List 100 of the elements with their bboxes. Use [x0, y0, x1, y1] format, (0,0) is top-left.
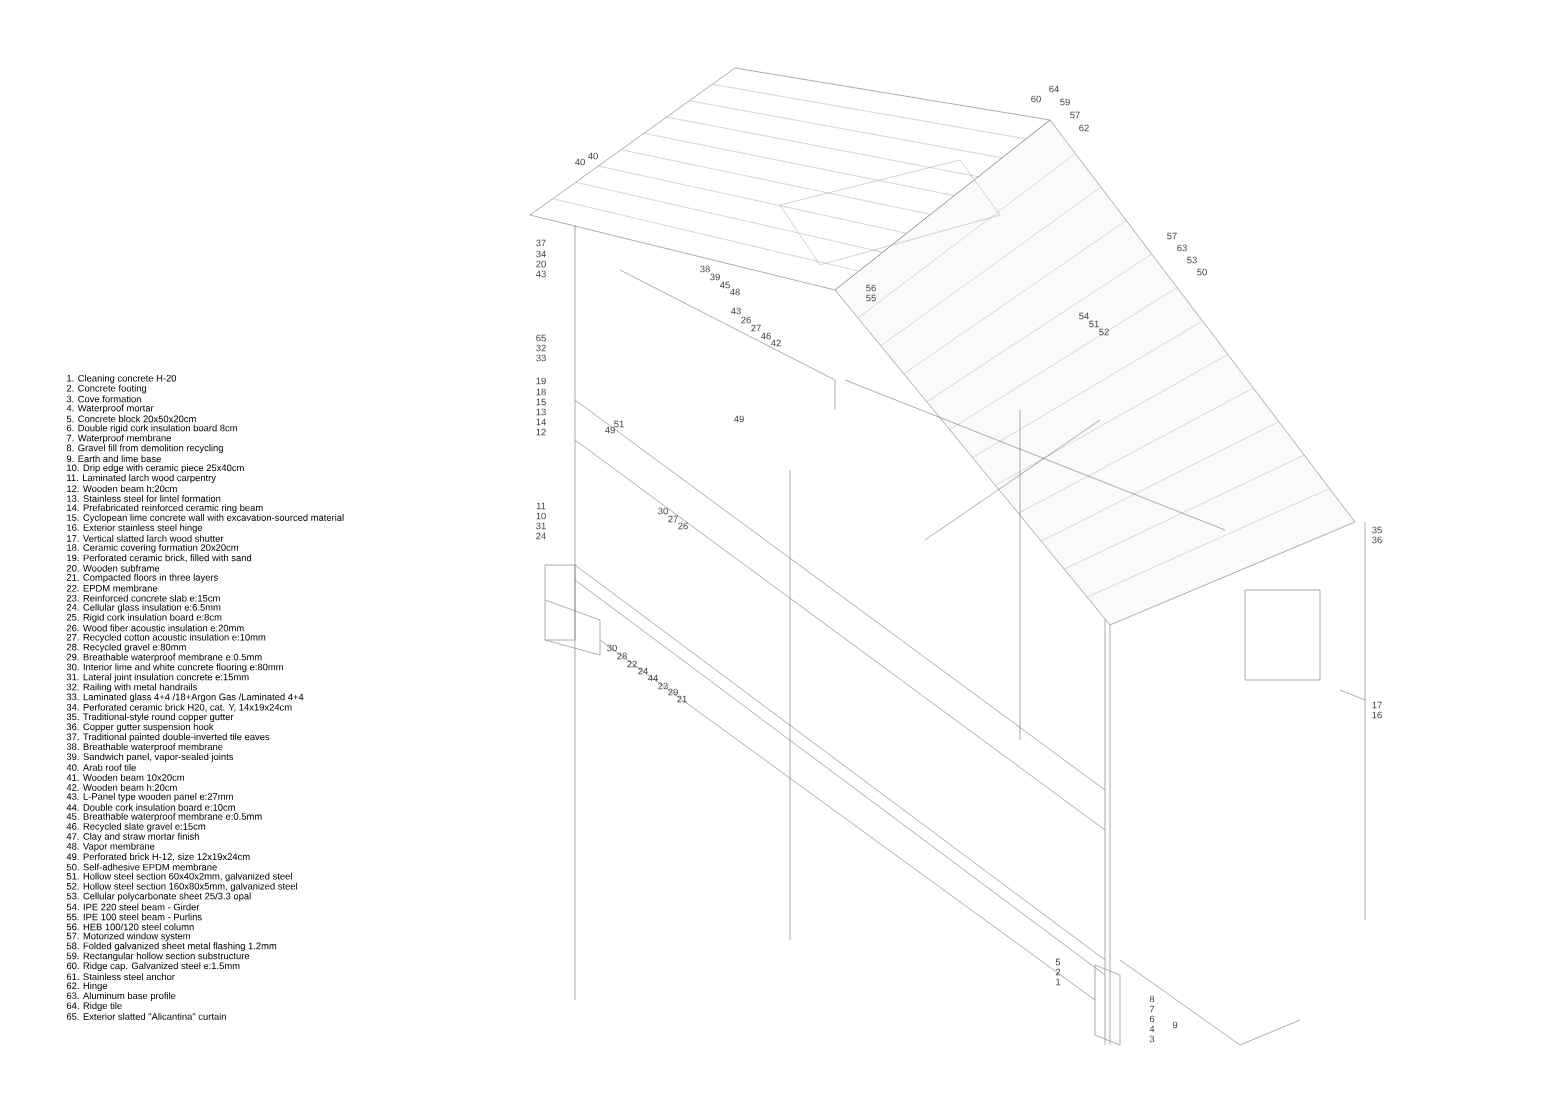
callout-number: 2	[1055, 968, 1061, 976]
callout-number: 40	[575, 158, 585, 166]
legend-entry: 27. Recycled cotton acoustic insulation e:10mm	[66, 633, 266, 643]
callout-number: 6	[1149, 1015, 1155, 1023]
callout-number: 34	[536, 250, 546, 258]
callout-number: 15	[536, 398, 546, 406]
legend-entry: 11. Laminated larch wood carpentry	[67, 474, 216, 483]
callout-number: 32	[536, 344, 546, 352]
callout-number: 39	[710, 273, 720, 281]
legend-entry: 6. Double rigid cork insulation board 8cm	[66, 424, 237, 434]
legend-entry: 13. Stainless steel for lintel formation	[67, 495, 221, 502]
callout-number: 37	[536, 239, 546, 247]
legend-entry: 62. Hinge	[66, 982, 108, 991]
legend-entry: 34. Perforated ceramic brick H20, cat. Y, 14x19x24cm	[66, 703, 292, 712]
callout-number: 45	[720, 281, 730, 289]
callout-number: 43	[731, 307, 741, 315]
legend-entry: 59. Rectangular hollow section substructure	[66, 952, 250, 962]
legend-entry: 36. Copper gutter suspension hook	[66, 723, 214, 732]
legend-entry: 28. Recycled gravel e:80mm	[66, 643, 186, 653]
callout-number: 50	[1197, 268, 1207, 276]
callout-number: 20	[536, 260, 546, 268]
callout-number: 56	[866, 284, 876, 292]
callout-number: 22	[627, 660, 637, 668]
callout-number: 23	[658, 682, 668, 690]
legend-entry: 2. Concrete footing	[66, 384, 147, 394]
callout-number: 57	[1070, 111, 1080, 119]
callout-number: 31	[536, 522, 546, 530]
legend-entry: 18. Ceramic covering formation 20x20cm	[67, 543, 238, 553]
legend-entry: 65. Exterior slatted "Alicantina" curtain	[66, 1012, 226, 1020]
legend-entry: 39. Sandwich panel, vapor-sealed joints	[66, 753, 234, 762]
legend-entry: 45. Breathable waterproof membrane e:0.5mm	[66, 812, 262, 822]
callout-number: 42	[771, 339, 781, 347]
callout-number: 11	[536, 502, 546, 510]
callout-number: 54	[1079, 312, 1089, 320]
callout-number: 30	[607, 644, 617, 652]
legend-entry: 3. Cove formation	[66, 395, 141, 403]
callout-number: 21	[677, 695, 687, 703]
legend-entry: 24. Cellular glass insulation e:6.5mm	[66, 603, 221, 613]
legend-entry: 26. Wood fiber acoustic insulation e:20mm	[66, 624, 244, 632]
legend-entry: 54. IPE 220 steel beam - Girder	[66, 903, 200, 911]
legend-entry: 17. Vertical slatted larch wood shutter	[67, 534, 224, 542]
callout-number: 40	[588, 152, 598, 160]
legend-entry: 19. Perforated ceramic brick, filled with sand	[67, 554, 252, 563]
legend-entry: 5. Concrete block 20x50x20cm	[66, 415, 196, 423]
legend-entry: 14. Prefabricated reinforced ceramic ring beam	[67, 504, 263, 513]
callout-number: 43	[536, 270, 546, 278]
legend-entry: 64. Ridge tile	[66, 1002, 122, 1011]
callout-number: 12	[536, 428, 546, 436]
callout-number: 52	[1099, 328, 1109, 336]
callout-number: 38	[700, 265, 710, 273]
callout-number: 5	[1055, 958, 1061, 966]
legend-entry: 20. Wooden subframe	[66, 564, 160, 572]
callout-number: 57	[1167, 232, 1177, 240]
legend-entry: 30. Interior lime and white concrete flooring e:80mm	[66, 663, 283, 673]
callout-number: 26	[741, 316, 751, 324]
legend-entry: 8. Gravel fill from demolition recycling	[66, 444, 223, 454]
callout-number: 10	[536, 512, 546, 520]
legend-entry: 47. Clay and straw mortar finish	[66, 832, 199, 842]
callout-number: 51	[614, 420, 624, 428]
legend-entry: 43. L-Panel type wooden panel e:27mm	[66, 792, 233, 802]
legend-entry: 57. Motorized window system	[66, 932, 190, 942]
callout-number: 64	[1049, 85, 1059, 93]
legend-entry: 44. Double cork insulation board e:10cm	[66, 803, 235, 811]
callout-number: 9	[1172, 1021, 1178, 1029]
callout-number: 3	[1149, 1035, 1155, 1043]
callout-number: 4	[1149, 1025, 1155, 1033]
callout-number: 53	[1187, 256, 1197, 264]
legend-entry: 33. Laminated glass 4+4 /18+Argon Gas /Laminated 4+4	[66, 693, 304, 703]
callout-number: 33	[536, 354, 546, 362]
callout-number: 63	[1177, 244, 1187, 252]
legend-entry: 61. Stainless steel anchor	[66, 973, 175, 981]
legend-entry: 51. Hollow steel section 60x40x2mm, galvanized steel	[66, 872, 292, 882]
legend-entry: 63. Aluminum base profile	[66, 992, 176, 1001]
callout-number: 27	[668, 515, 678, 523]
legend-entry: 46. Recycled slate gravel e:15cm	[66, 822, 206, 832]
callout-number: 35	[1372, 526, 1382, 534]
legend-entry: 48. Vapor membrane	[66, 842, 155, 852]
callout-number: 65	[536, 334, 546, 342]
callout-number: 49	[605, 426, 615, 434]
legend-entry: 40. Arab roof tile	[66, 763, 136, 771]
callout-number: 14	[536, 418, 546, 426]
legend-entry: 60. Ridge cap. Galvanized steel e:1.5mm	[66, 962, 240, 971]
legend-entry: 29. Breathable waterproof membrane e:0.5mm	[66, 653, 262, 663]
callout-number: 29	[668, 688, 678, 696]
callout-number: 60	[1031, 95, 1041, 103]
legend-entry: 22. EPDM membrane	[66, 584, 158, 592]
legend-entry: 32. Railing with metal handrails	[66, 683, 197, 693]
callout-number: 24	[638, 667, 648, 675]
legend-entry: 16. Exterior stainless steel hinge	[67, 524, 203, 533]
callout-number: 13	[536, 408, 546, 416]
legend-entry: 49. Perforated brick H-12, size 12x19x24cm	[66, 853, 250, 862]
callout-number: 46	[761, 332, 771, 340]
callout-number: 28	[617, 652, 627, 660]
legend-entry: 15. Cyclopean lime concrete wall with excavation-sourced material	[67, 514, 344, 523]
callout-number: 24	[536, 532, 546, 540]
callout-number: 55	[866, 294, 876, 302]
callout-number: 62	[1079, 124, 1089, 132]
callout-number: 27	[751, 324, 761, 332]
callout-number: 51	[1089, 320, 1099, 328]
legend-entry: 12. Wooden beam h:20cm	[67, 485, 177, 493]
